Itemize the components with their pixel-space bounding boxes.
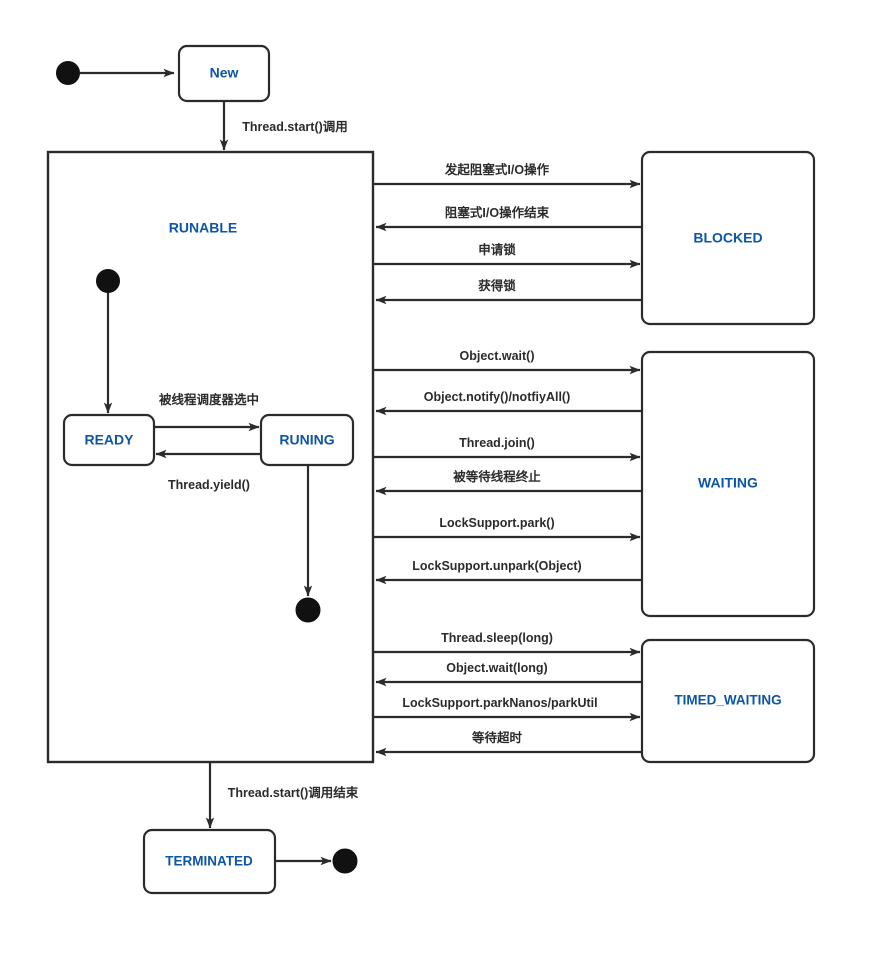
transition-label-timed-1: Object.wait(long) [446, 661, 547, 675]
state-waiting-rect [640, 350, 816, 618]
transition-label-running-to-ready: Thread.yield() [168, 478, 250, 492]
state-runnable-label: RUNABLE [169, 220, 237, 236]
state-blocked-label: BLOCKED [693, 230, 762, 246]
transition-label-blocked-3: 获得锁 [478, 278, 516, 293]
runnable-initial-node [96, 269, 120, 293]
running-final-node [295, 597, 321, 623]
state-timed-waiting-rect [640, 638, 816, 764]
state-terminated-label: TERMINATED [165, 854, 253, 869]
transition-label-blocked-0: 发起阻塞式I/O操作 [444, 162, 550, 177]
transition-label-ready-to-running: 被线程调度器选中 [159, 392, 259, 407]
state-box-timed-waiting[interactable]: TIMED_WAITING [640, 638, 816, 764]
transition-label-new-to-runnable: Thread.start()调用 [242, 120, 348, 134]
final-node [332, 848, 358, 874]
transition-label-waiting-3: 被等待线程终止 [453, 469, 541, 484]
transition-label-timed-0: Thread.sleep(long) [441, 631, 553, 645]
transition-label-waiting-1: Object.notify()/notfiyAll() [424, 390, 571, 404]
transition-label-waiting-5: LockSupport.unpark(Object) [412, 559, 581, 573]
state-box-ready[interactable]: READY [62, 413, 156, 467]
transition-label-runnable-to-terminated: Thread.start()调用结束 [228, 785, 359, 800]
state-waiting-label: WAITING [698, 475, 758, 491]
state-new-label: New [210, 65, 239, 81]
transition-label-waiting-2: Thread.join() [459, 436, 535, 450]
initial-node [56, 61, 80, 85]
state-box-blocked[interactable]: BLOCKED [640, 150, 816, 326]
state-timed-waiting-label: TIMED_WAITING [674, 693, 781, 708]
transition-label-waiting-4: LockSupport.park() [439, 516, 554, 530]
state-ready-label: READY [84, 432, 134, 448]
state-box-new[interactable]: New [177, 44, 271, 103]
state-box-running[interactable]: RUNING [259, 413, 355, 467]
state-blocked-rect [640, 150, 816, 326]
transition-label-timed-3: 等待超时 [471, 730, 523, 745]
state-box-terminated[interactable]: TERMINATED [142, 828, 277, 895]
transition-label-timed-2: LockSupport.parkNanos/parkUtil [402, 696, 597, 710]
state-ready-rect [62, 413, 156, 467]
state-running-label: RUNING [279, 432, 334, 448]
transition-label-waiting-0: Object.wait() [459, 349, 534, 363]
state-box-waiting[interactable]: WAITING [640, 350, 816, 618]
transition-label-blocked-2: 申请锁 [478, 242, 516, 257]
transition-label-blocked-1: 阻塞式I/O操作结束 [445, 205, 550, 220]
